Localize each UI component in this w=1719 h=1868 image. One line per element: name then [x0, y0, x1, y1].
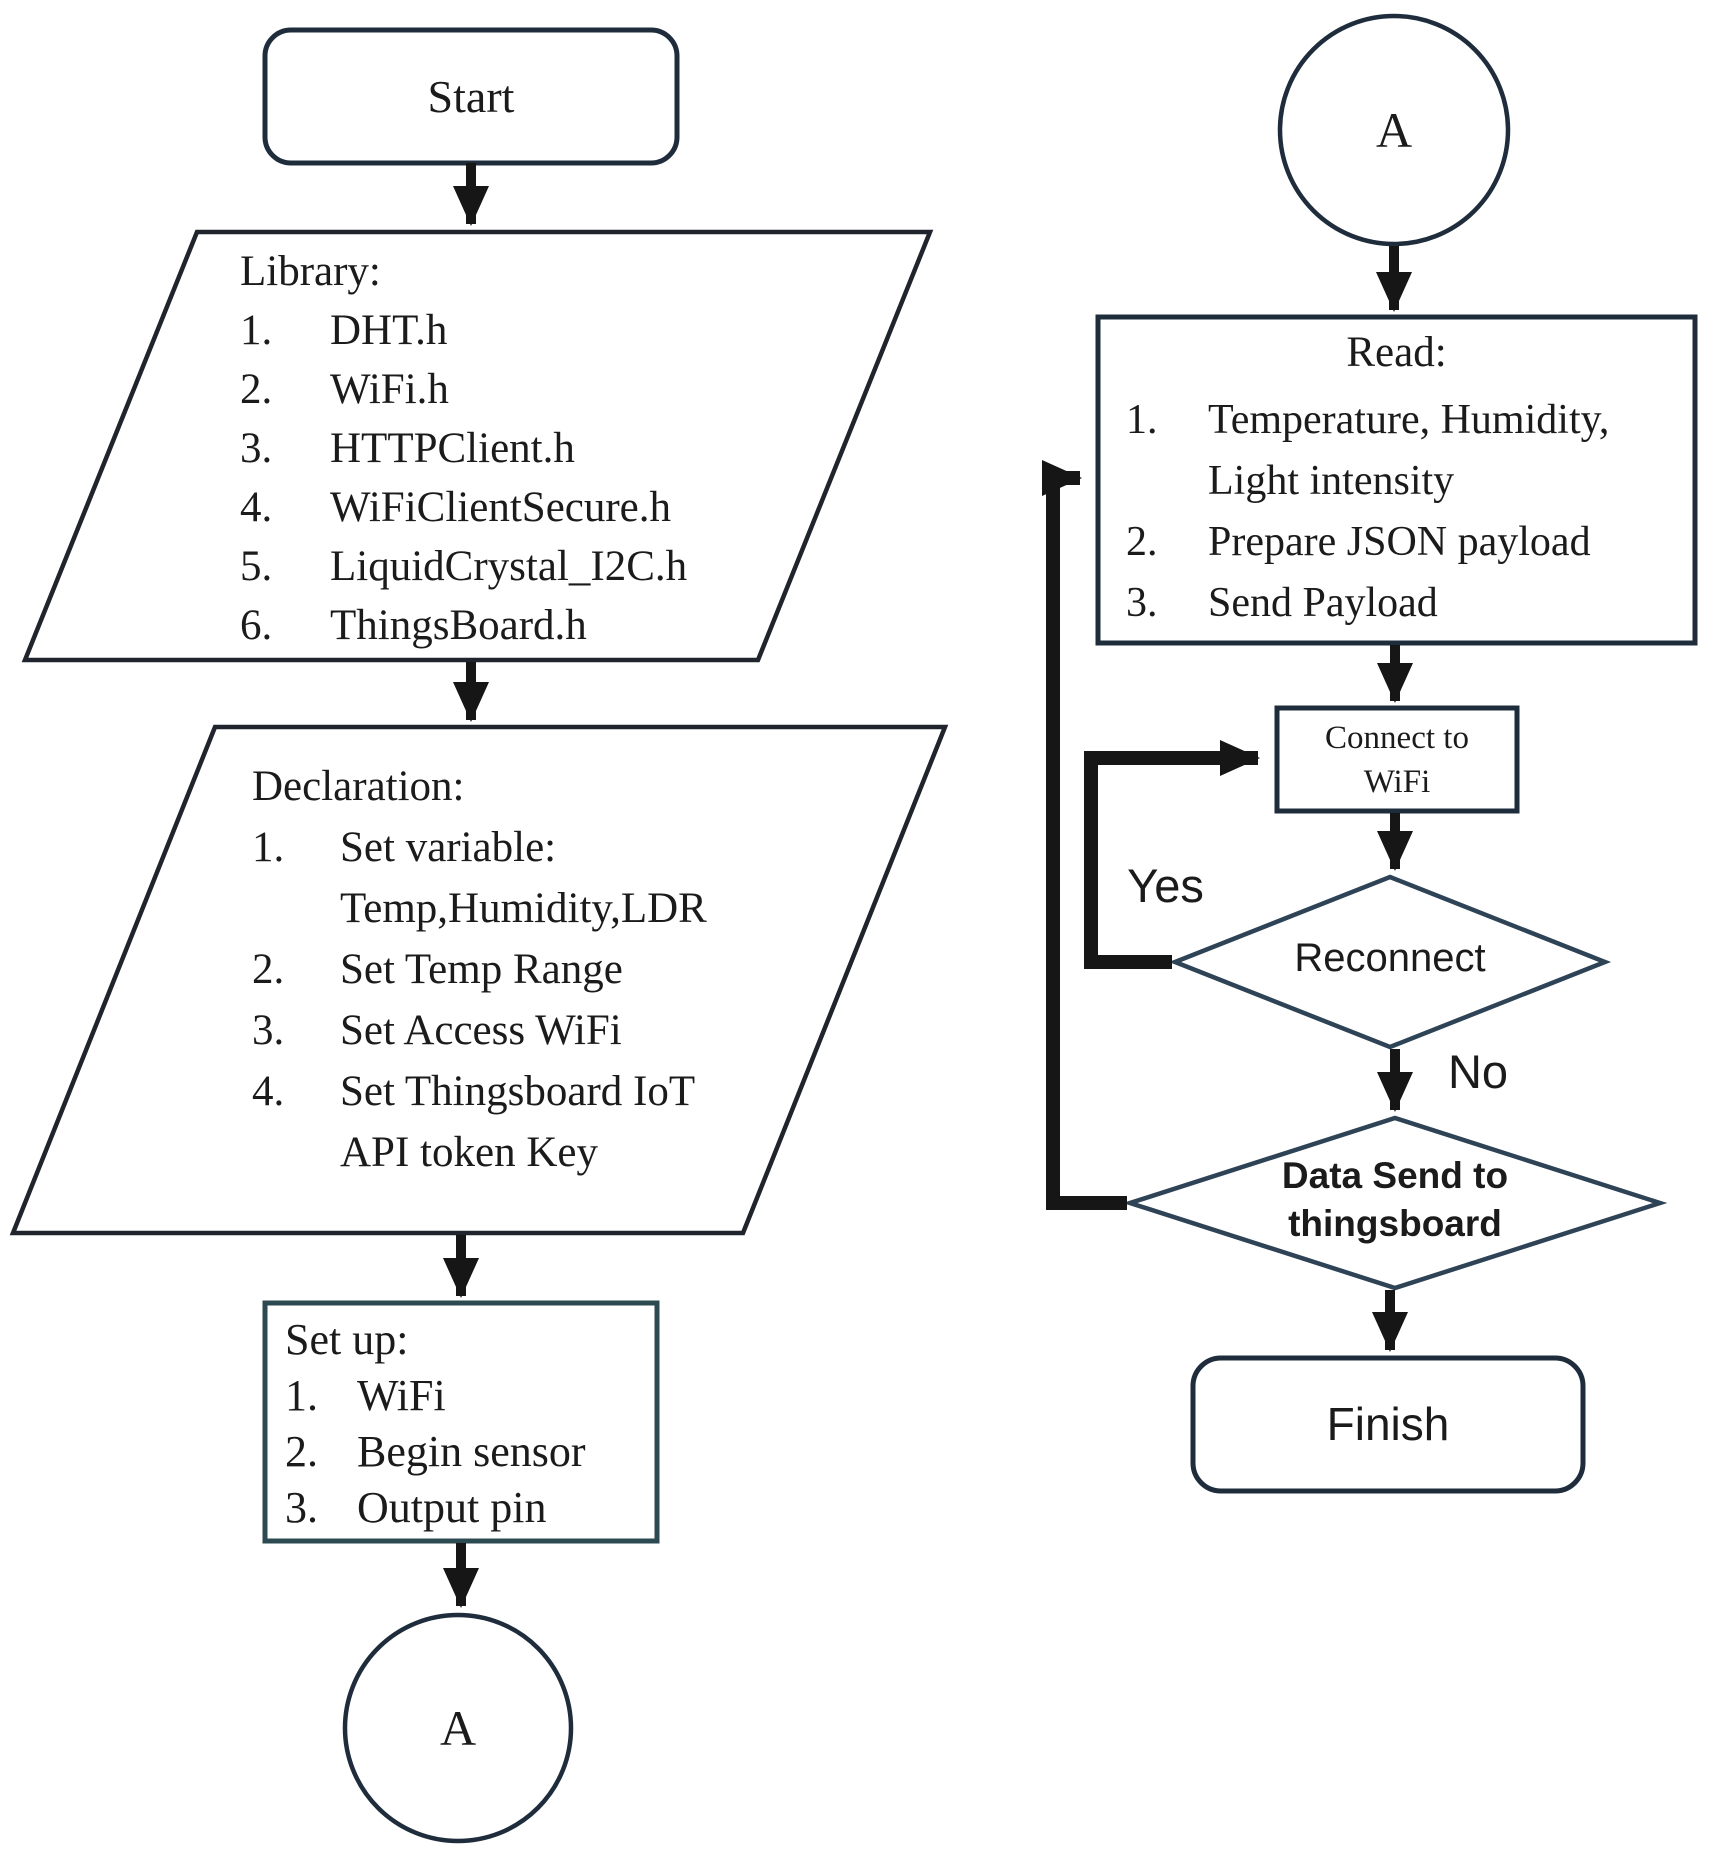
setup-node: [262, 1300, 660, 1544]
finish-node: [1190, 1355, 1586, 1494]
connect-wifi-label: Connect to WiFi: [1325, 720, 1469, 800]
setup-title: Set up:: [285, 1315, 409, 1364]
library-parallelogram: [21, 229, 934, 663]
read-title: Read:: [1346, 329, 1447, 376]
connector-a-left: [342, 1612, 574, 1844]
list-item: 6.ThingsBoard.h: [240, 602, 587, 649]
list-item: 1.DHT.h: [240, 307, 448, 354]
reconnect-diamond: [1168, 874, 1612, 1050]
list-item: API token Key: [340, 1129, 598, 1176]
list-item: 1.Temperature, Humidity,: [1126, 397, 1610, 443]
list-item: 2.WiFi.h: [240, 366, 449, 413]
data-send-diamond: [1122, 1115, 1668, 1291]
setup-block: Set up: 1.WiFi 2.Begin sensor 3.Output p…: [285, 1312, 586, 1536]
data-send-label: Data Send to thingsboard: [1281, 1155, 1509, 1244]
read-node: [1095, 314, 1698, 646]
list-item: Light intensity: [1208, 458, 1455, 504]
list-item: 3.HTTPClient.h: [240, 425, 575, 472]
list-item: 4.Set Thingsboard IoT: [252, 1068, 696, 1115]
list-item: Temp,Humidity,LDR: [340, 885, 707, 932]
library-block: Library: 1.DHT.h 2.WiFi.h 3.HTTPClient.h…: [240, 242, 687, 655]
list-item: 2.Begin sensor: [285, 1427, 586, 1476]
read-block: 1.Temperature, Humidity, Light intensity…: [1126, 390, 1609, 634]
yes-loop-arrow: [1084, 740, 1260, 969]
list-item: 2.Set Temp Range: [252, 946, 623, 993]
declaration-parallelogram: [9, 724, 949, 1236]
yes-label: Yes: [1127, 859, 1204, 912]
list-item: 4.WiFiClientSecure.h: [240, 484, 672, 531]
list-item: 2.Prepare JSON payload: [1126, 519, 1591, 565]
connector-a-right: [1277, 13, 1511, 247]
reconnect-label: Reconnect: [1294, 936, 1486, 980]
list-item: 3.Send Payload: [1126, 580, 1438, 626]
start-label: Start: [427, 71, 515, 122]
list-item: 1.Set variable:: [252, 824, 557, 871]
connector-a-right-label: A: [1375, 102, 1413, 158]
list-item: 5.LiquidCrystal_I2C.h: [240, 543, 688, 590]
library-title: Library:: [240, 248, 381, 295]
repeat-loop-arrow: [1042, 460, 1127, 1210]
declaration-title: Declaration:: [252, 763, 465, 810]
list-item: 3.Set Access WiFi: [252, 1007, 622, 1054]
list-item: 3.Output pin: [285, 1483, 547, 1532]
no-label: No: [1447, 1045, 1509, 1098]
declaration-block: Declaration: 1.Set variable: Temp,Humidi…: [252, 756, 707, 1183]
connector-a-left-label: A: [439, 1700, 477, 1756]
connect-wifi-node: [1274, 705, 1520, 814]
finish-label: Finish: [1326, 1398, 1450, 1450]
list-item: 1.WiFi: [285, 1371, 446, 1420]
